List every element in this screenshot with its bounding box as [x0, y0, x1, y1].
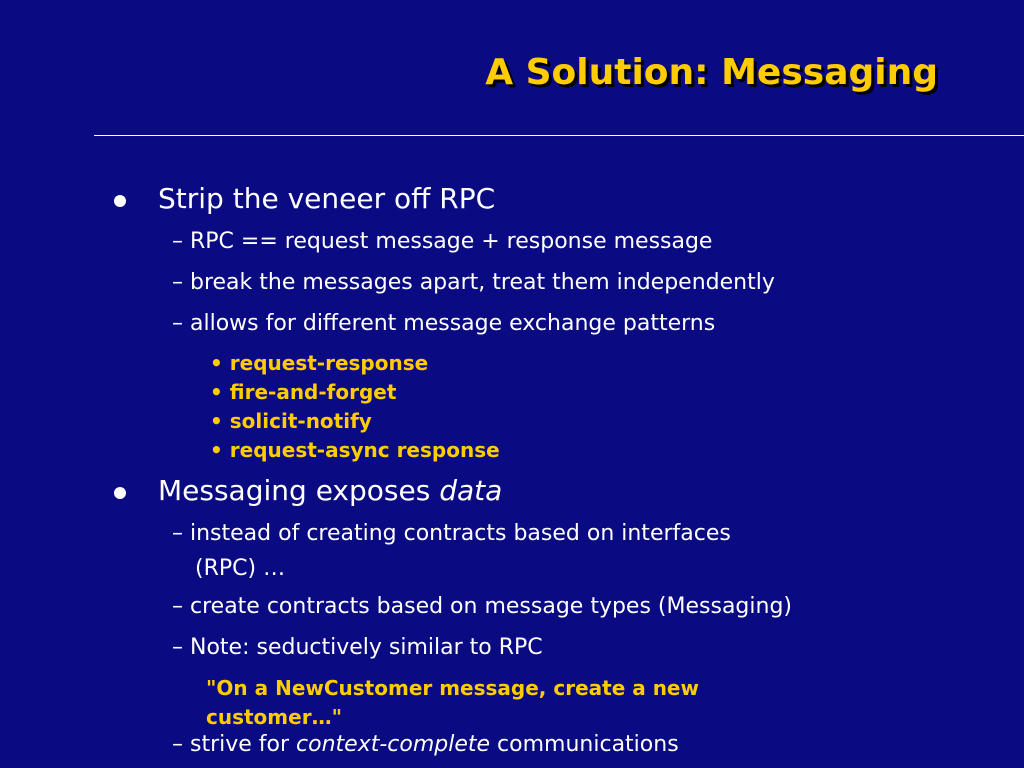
sub-item-text: instead of creating contracts based on i… [190, 521, 731, 546]
pattern-text: solicit-notify [229, 409, 372, 433]
sub-item-note: – Note: seductively similar to RPC [172, 635, 543, 660]
quote-line-1: "On a NewCustomer message, create a new [206, 676, 699, 700]
sub-item-break-apart: – break the messages apart, treat them i… [172, 270, 775, 295]
sub-item-text: communications [490, 732, 679, 757]
dash-icon: – [172, 521, 183, 546]
slide-title: A Solution: Messaging [485, 52, 938, 93]
sub-item-text: strive for [190, 732, 297, 757]
sub-item-text: Note: seductively similar to RPC [190, 635, 543, 660]
dash-icon: – [172, 270, 183, 295]
sub-item-contracts-interfaces-cont: (RPC) … [195, 556, 286, 581]
bullet-icon: • [210, 351, 223, 375]
sub-item-text: RPC == request message + response messag… [190, 229, 713, 254]
dash-icon: – [172, 229, 183, 254]
pattern-request-response: • request-response [210, 351, 428, 375]
quote-line-2: customer…" [206, 705, 342, 729]
sub-item-context-complete: – strive for context-complete communicat… [172, 732, 679, 757]
pattern-solicit-notify: • solicit-notify [210, 409, 372, 433]
pattern-text: fire-and-forget [229, 380, 397, 404]
bullet-dot-icon [114, 487, 126, 499]
sub-item-message-types: – create contracts based on message type… [172, 594, 792, 619]
bullet-text: Messaging exposes [158, 474, 440, 507]
dash-icon: – [172, 635, 183, 660]
sub-item-text: allows for different message exchange pa… [190, 311, 716, 336]
sub-item-contracts-interfaces: – instead of creating contracts based on… [172, 521, 731, 546]
sub-item-text: break the messages apart, treat them ind… [190, 270, 775, 295]
dash-icon: – [172, 594, 183, 619]
sub-item-text: create contracts based on message types … [190, 594, 792, 619]
bullet-dot-icon [114, 195, 126, 207]
sub-item-emphasis: context-complete [296, 732, 491, 757]
dash-icon: – [172, 732, 183, 757]
pattern-text: request-async response [229, 438, 500, 462]
sub-item-exchange-patterns: – allows for different message exchange … [172, 311, 715, 336]
bullet-icon: • [210, 380, 223, 404]
pattern-fire-and-forget: • fire-and-forget [210, 380, 396, 404]
bullet-strip-veneer: Strip the veneer off RPC [158, 182, 496, 215]
title-divider [94, 135, 1024, 136]
sub-item-rpc-equals: – RPC == request message + response mess… [172, 229, 712, 254]
bullet-icon: • [210, 409, 223, 433]
pattern-request-async: • request-async response [210, 438, 500, 462]
bullet-icon: • [210, 438, 223, 462]
pattern-text: request-response [229, 351, 429, 375]
dash-icon: – [172, 311, 183, 336]
bullet-messaging-exposes: Messaging exposes data [158, 474, 502, 507]
bullet-emphasis: data [439, 474, 503, 507]
